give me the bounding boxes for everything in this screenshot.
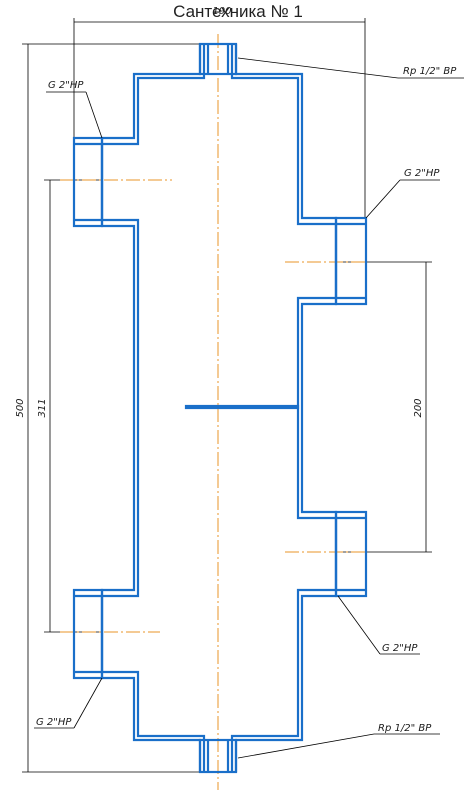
callout-top-left: G 2"HP (48, 80, 84, 91)
port-right-lower (334, 510, 368, 598)
dimension-top-width: 190 (212, 6, 231, 17)
dimension-right-spacing: 200 (413, 398, 424, 417)
internal-baffle (184, 404, 300, 410)
axis-lines (60, 34, 366, 790)
leader-lines (34, 57, 464, 759)
callout-bottom-left: G 2"HP (36, 717, 72, 728)
body-outline-left (100, 44, 202, 772)
nozzle-bottom (198, 738, 238, 774)
callout-right-upper: G 2"HP (404, 168, 440, 179)
port-left-lower (72, 588, 104, 680)
separator-body (72, 42, 368, 774)
port-right-upper (334, 216, 368, 306)
callout-right-lower: G 2"HP (382, 643, 418, 654)
body-inline-left (100, 44, 206, 772)
drawing-title: Сантехника № 1 (173, 2, 303, 21)
dimension-left-spacing: 311 (37, 398, 48, 417)
dimension-overall-height: 500 (15, 398, 26, 417)
callout-top-right: Rp 1/2" BP (403, 66, 457, 77)
nozzle-top (198, 42, 238, 76)
port-left-upper (72, 136, 104, 228)
dimension-lines (22, 18, 432, 773)
callout-bottom-right: Rp 1/2" BP (378, 723, 432, 734)
body-outline-right (234, 44, 338, 772)
